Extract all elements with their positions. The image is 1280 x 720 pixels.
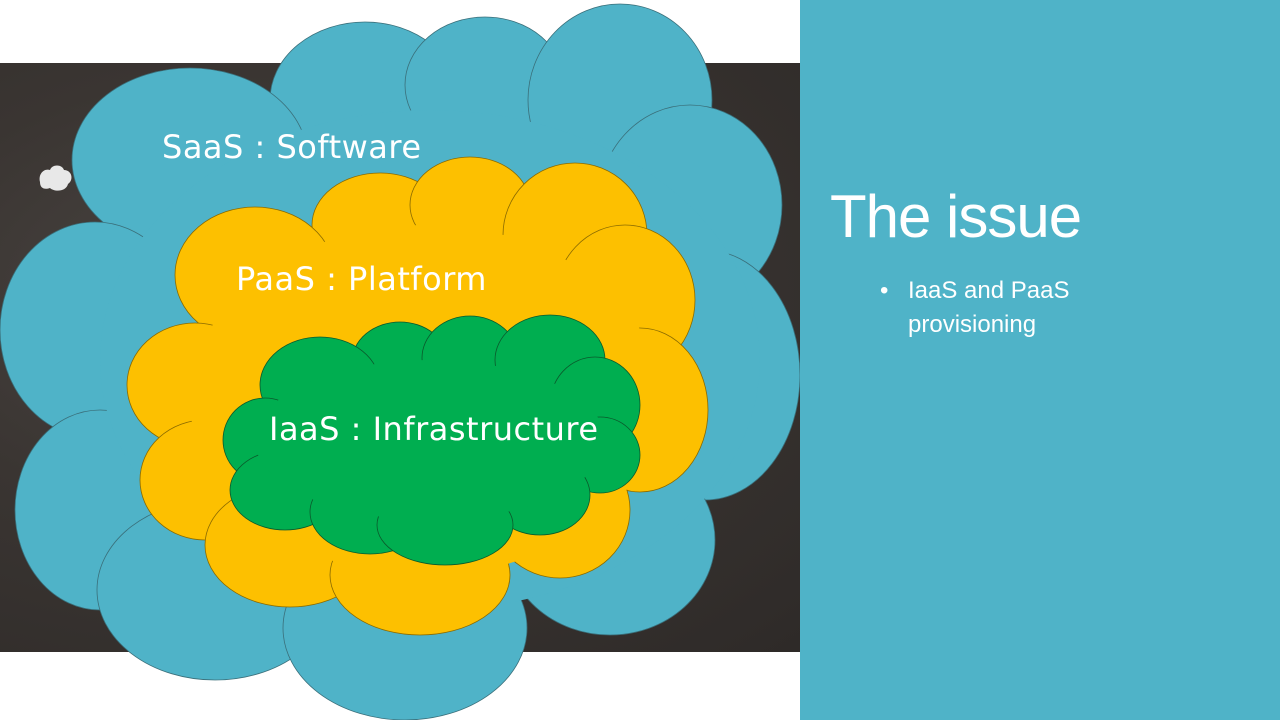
- saas-label: SaaS : Software: [162, 128, 422, 166]
- bullet-item: • IaaS and PaaS provisioning: [872, 274, 1112, 342]
- bullet-list: • IaaS and PaaS provisioning: [872, 274, 1112, 342]
- iaas-cloud: [222, 314, 641, 566]
- paas-label: PaaS : Platform: [236, 260, 487, 298]
- chalk-smudge-icon: [39, 165, 72, 191]
- cloud-diagram: SaaS : Software PaaS : Platform IaaS : I…: [0, 3, 800, 720]
- slide-title: The issue: [830, 183, 1082, 250]
- bullet-text: IaaS and PaaS provisioning: [908, 277, 1070, 338]
- iaas-label: IaaS : Infrastructure: [269, 410, 599, 448]
- side-panel: The issue • IaaS and PaaS provisioning: [800, 0, 1280, 720]
- bullet-icon: •: [880, 277, 889, 304]
